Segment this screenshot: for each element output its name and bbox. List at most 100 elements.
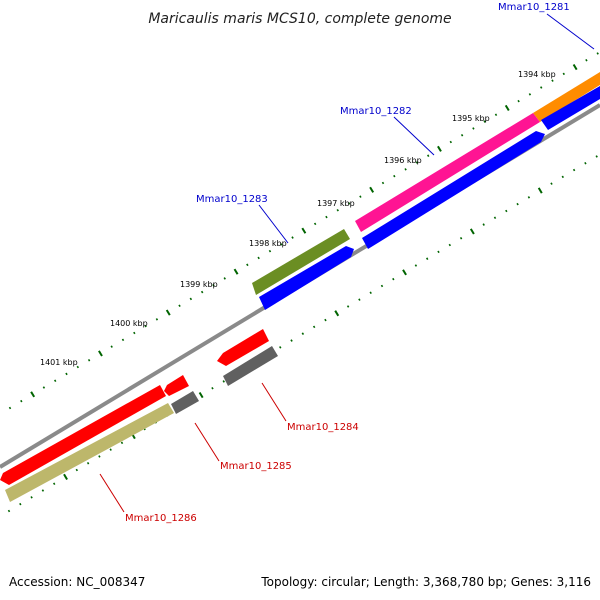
minor-tick [380,284,384,288]
minor-tick [482,223,485,226]
kbp-label-1398: 1398 kbp [249,239,287,248]
minor-tick [324,318,327,322]
minor-tick [392,277,395,281]
minor-tick [561,175,564,179]
minor-tick [75,468,78,472]
minor-tick [313,222,317,226]
minor-tick [257,256,260,260]
rna-bar-mmar10-1285[interactable] [171,391,199,414]
minor-tick [551,79,554,82]
accession-text: Accession: NC_008347 [9,575,145,589]
minor-tick [110,345,113,348]
minor-tick [437,250,440,254]
minor-tick [459,236,463,240]
major-tick [63,473,68,481]
kbp-label-1397: 1397 kbp [317,199,355,208]
minor-tick [347,202,351,205]
minor-tick [312,325,316,329]
major-tick [437,145,442,152]
label-mmar10-1283[interactable]: Mmar10_1283 [196,194,268,205]
reverse-genes [0,329,278,502]
minor-tick [30,496,33,499]
minor-tick [86,461,90,465]
gene-bar-mmar10-1285[interactable] [0,385,166,485]
minor-tick [381,181,385,185]
gene-bar-mmar10-1282[interactable] [355,113,540,232]
minor-tick [144,324,147,328]
minor-tick [540,86,543,89]
cds-bar-mmar10-1282[interactable] [362,131,545,249]
minor-tick [358,298,361,301]
minor-tick [460,133,464,137]
gene-bar-mmar10-1281[interactable] [533,72,600,122]
minor-tick [472,127,475,130]
minor-tick [20,399,23,403]
outer-scale-ticks [8,52,599,410]
gene-labels: Mmar10_1281 Mmar10_1282 Mmar10_1283 Mmar… [125,2,570,524]
gene-bar-mmar10-1285-a[interactable] [164,375,189,396]
major-tick [469,228,475,235]
inner-scale-ticks [7,155,598,513]
minor-tick [246,263,249,267]
minor-tick [19,502,22,506]
kbp-label-1396: 1396 kbp [384,156,422,165]
minor-tick [414,264,418,267]
leader-lines [99,13,595,513]
major-tick [198,391,204,399]
major-tick [165,309,171,316]
gene-bar-mmar10-1283[interactable] [252,229,350,295]
minor-tick [426,257,429,260]
minor-tick [155,318,159,321]
forward-genes [252,72,600,295]
minor-tick [527,196,531,199]
minor-tick [212,283,215,287]
minor-tick [595,155,598,158]
forward-cds-track [259,86,600,310]
minor-tick [415,161,419,164]
label-mmar10-1281[interactable]: Mmar10_1281 [498,2,570,13]
minor-tick [404,168,407,171]
minor-tick [54,379,57,383]
leader-mmar10-1286 [99,473,125,513]
minor-tick [585,58,588,62]
cds-bar-mmar10-1281[interactable] [541,86,600,130]
leader-mmar10-1285 [194,422,220,462]
leader-mmar10-1284 [261,382,287,422]
minor-tick [223,277,226,280]
gene-bar-mmar10-1284[interactable] [217,329,269,366]
minor-tick [290,339,293,342]
minor-tick [133,331,136,335]
label-mmar10-1286[interactable]: Mmar10_1286 [125,513,197,524]
gene-bar-mmar10-1286[interactable] [5,403,174,502]
rna-bar-mmar10-1284[interactable] [223,346,278,386]
minor-tick [53,482,56,486]
minor-tick [505,209,508,213]
minor-tick [494,113,498,117]
minor-tick [325,215,328,219]
minor-tick [7,509,11,513]
minor-tick [222,380,225,383]
leader-mmar10-1281 [546,13,595,50]
minor-tick [562,72,565,76]
cds-bar-mmar10-1283[interactable] [259,246,354,310]
label-mmar10-1284[interactable]: Mmar10_1284 [287,422,359,433]
minor-tick [178,304,181,308]
minor-tick [550,182,553,185]
topology-summary-text: Topology: circular; Length: 3,368,780 bp… [260,575,591,589]
minor-tick [109,448,112,451]
minor-tick [42,386,46,389]
minor-tick [516,202,519,206]
major-tick [572,63,578,71]
minor-tick [121,338,125,342]
label-mmar10-1282[interactable]: Mmar10_1282 [340,106,412,117]
major-tick [98,350,103,357]
kbp-label-1400: 1400 kbp [110,319,148,328]
major-tick [233,268,239,275]
label-mmar10-1285[interactable]: Mmar10_1285 [220,461,292,472]
minor-tick [98,455,101,458]
minor-tick [427,154,430,157]
minor-tick [369,291,372,295]
minor-tick [572,168,576,172]
kbp-label-1394: 1394 kbp [518,70,556,79]
